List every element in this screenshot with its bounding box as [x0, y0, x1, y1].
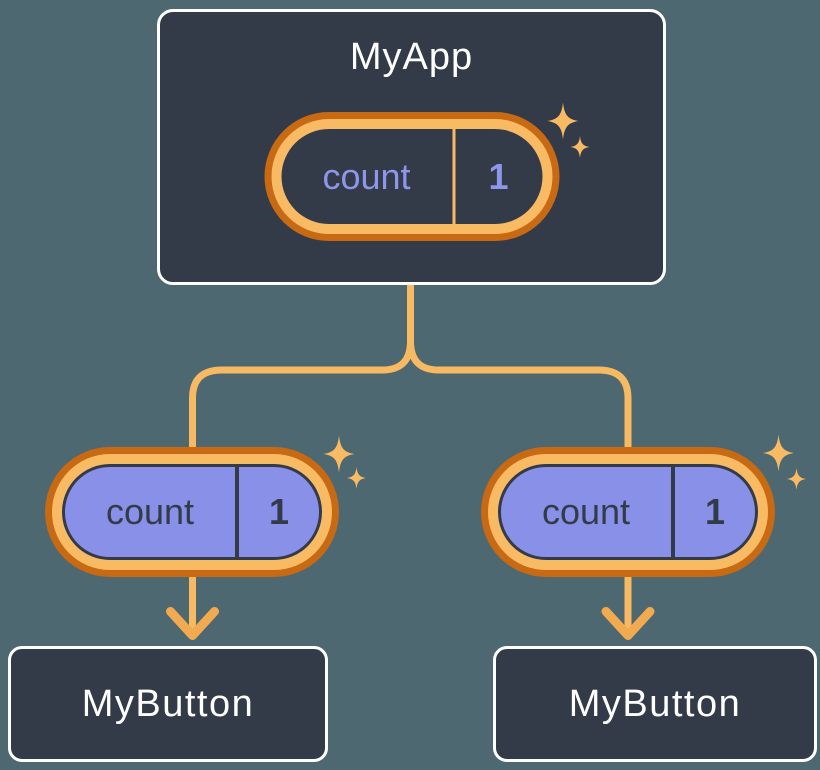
state-pill-body: count 1 — [62, 464, 322, 560]
state-divider — [235, 467, 239, 557]
component-box-mybutton-right: MyButton — [493, 646, 817, 762]
state-divider — [671, 467, 675, 557]
sparkles-icon — [787, 468, 806, 490]
state-pill-body: count 1 — [498, 464, 758, 560]
state-value: 1 — [268, 491, 290, 532]
down-arrow-icon — [601, 607, 655, 640]
sparkles-icon — [347, 467, 366, 489]
component-box-mybutton-left: MyButton — [8, 646, 328, 762]
sparkles-icon — [547, 102, 579, 140]
state-pill-ring: count 1 — [488, 454, 768, 570]
state-value: 1 — [488, 155, 509, 197]
state-pill-left: count 1 — [45, 447, 339, 577]
component-title: MyButton — [81, 682, 255, 725]
sparkles-icon — [323, 435, 355, 473]
state-pill-right: count 1 — [481, 447, 775, 577]
state-pill-root: count 1 — [264, 112, 559, 241]
state-pill-ring: count 1 — [52, 454, 332, 570]
state-name: count — [541, 491, 631, 532]
state-pill-ring: count 1 — [271, 119, 552, 234]
down-arrow-icon — [166, 607, 219, 640]
component-title: MyApp — [349, 36, 474, 78]
sparkles-icon — [763, 434, 794, 472]
state-name: count — [322, 155, 411, 197]
state-pill-body: count 1 — [281, 129, 542, 224]
state-divider — [452, 129, 455, 224]
state-name: count — [105, 491, 195, 532]
sparkles-icon — [570, 136, 590, 158]
connector-line-right — [407, 283, 632, 452]
component-title: MyButton — [568, 682, 742, 725]
state-value: 1 — [704, 491, 726, 532]
